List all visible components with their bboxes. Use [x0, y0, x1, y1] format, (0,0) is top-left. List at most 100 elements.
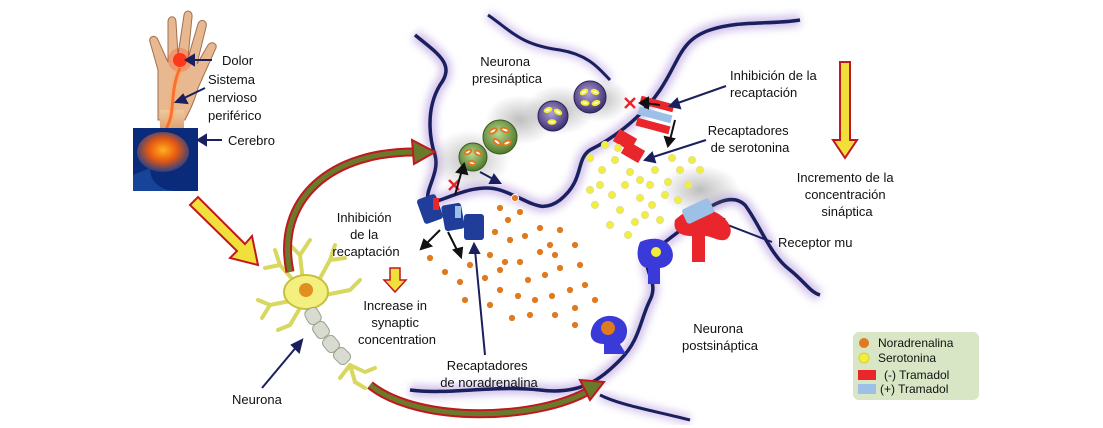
serotonin-molecule [615, 205, 625, 215]
noradrenaline-molecule [505, 235, 515, 245]
noradrenaline-molecule [500, 257, 510, 267]
label-increase: Increase in synaptic concentration [358, 298, 436, 347]
noradrenaline-molecule [535, 247, 545, 257]
serotonin-receptor [637, 238, 673, 284]
serotonin-molecule [667, 153, 677, 163]
label-sistema-nervioso: Sistema nervioso periférico [208, 72, 261, 123]
noradrenaline-molecule [503, 215, 513, 225]
noradrenaline-molecule [535, 223, 545, 233]
serotonin-molecule [663, 177, 673, 187]
curve-arrow-to-presynaptic [283, 138, 438, 273]
noradrenaline-molecule [550, 250, 560, 260]
legend-noradrenalina-dot [859, 338, 869, 348]
legend-pos-tramadol-swatch [858, 384, 876, 394]
serotonin-molecule [597, 165, 607, 175]
serotonin-molecule [687, 155, 697, 165]
small-down-arrow [382, 267, 408, 294]
noradrenaline-molecule [547, 291, 557, 301]
noradrenaline-molecule [520, 231, 530, 241]
noradrenaline-molecule [590, 295, 600, 305]
serotonin-molecule [585, 153, 595, 163]
nt-reuptake-arrows [419, 161, 469, 260]
legend: Noradrenalina Serotonina (-) Tramadol (+… [853, 332, 979, 400]
serotonin-molecule [613, 143, 623, 153]
label-neurona-postsinaptica: Neurona postsináptica [682, 321, 759, 353]
label-neurona-presinaptica: Neurona presináptica [472, 54, 543, 86]
vesicle-purple-2 [573, 80, 607, 114]
noradrenaline-molecule [555, 225, 565, 235]
noradrenaline-molecule [550, 310, 560, 320]
legend-serotonina-label: Serotonina [878, 351, 936, 365]
noradrenaline-molecule [495, 203, 505, 213]
noradrenaline-molecules [425, 193, 600, 330]
label-receptor-mu: Receptor mu [778, 235, 852, 250]
serotonin-molecule [590, 200, 600, 210]
noradrenaline-molecule [510, 193, 520, 203]
serotonin-molecule [620, 180, 630, 190]
serotonin-molecule [660, 190, 670, 200]
mu-receptor [674, 198, 731, 262]
noradrenaline-molecule [480, 273, 490, 283]
noradrenaline-molecule [425, 253, 435, 263]
noradrenaline-molecule [555, 263, 565, 273]
serotonin-molecule [605, 220, 615, 230]
legend-pos-tramadol-label: (+) Tramadol [880, 382, 948, 396]
noradrenaline-molecule [523, 275, 533, 285]
noradrenaline-molecule [570, 320, 580, 330]
noradrenaline-molecule [513, 291, 523, 301]
noradrenaline-molecule [530, 295, 540, 305]
noradrenaline-molecule [545, 240, 555, 250]
label-recaptadores-noradrenalina: Recaptadores de noradrenalina [440, 358, 538, 390]
noradrenaline-receptor [590, 315, 628, 354]
noradrenaline-molecule [570, 303, 580, 313]
label-recaptadores-serotonina: Recaptadores de serotonina [708, 123, 793, 155]
noradrenaline-molecule [495, 285, 505, 295]
noradrenaline-molecule [485, 300, 495, 310]
serotonin-molecule [640, 210, 650, 220]
serotonin-molecule [655, 215, 665, 225]
serotonin-molecule [595, 180, 605, 190]
legend-noradrenalina-label: Noradrenalina [878, 336, 954, 350]
serotonin-molecule [673, 195, 683, 205]
neuron-cell-icon [256, 238, 377, 390]
label-neurona: Neurona [232, 392, 283, 407]
noradrenaline-molecule [580, 280, 590, 290]
serotonin-molecule [600, 140, 610, 150]
x-mark-icon [624, 97, 636, 109]
vesicle-purple-1 [537, 100, 569, 132]
noradrenaline-molecule [455, 277, 465, 287]
label-inhibicion-left: Inhibición de la recaptación [332, 210, 399, 259]
serotonin-molecule [695, 165, 705, 175]
noradrenaline-molecule [515, 257, 525, 267]
label-incremento: Incremento de la concentración sináptica [797, 170, 897, 219]
increase-arrow [831, 61, 859, 160]
left-label-pointers [173, 53, 222, 147]
curve-arrow-to-postsynaptic [367, 378, 606, 419]
noradrenaline-molecule [570, 240, 580, 250]
legend-neg-tramadol-swatch [858, 370, 876, 380]
label-dolor: Dolor [222, 53, 254, 68]
noradrenaline-molecule [465, 260, 475, 270]
vesicle-release-arrow [479, 171, 502, 184]
arrow-to-neuron [188, 195, 260, 267]
noradrenaline-molecule [485, 250, 495, 260]
noradrenaline-molecule [490, 227, 500, 237]
noradrenaline-molecule [540, 270, 550, 280]
vesicle-green-1 [482, 119, 518, 155]
hand-icon [149, 10, 217, 130]
serotonin-molecule [630, 217, 640, 227]
label-cerebro: Cerebro [228, 133, 275, 148]
noradrenaline-molecule [515, 207, 525, 217]
serotonin-molecule [610, 155, 620, 165]
noradrenaline-molecule [495, 265, 505, 275]
serotonin-molecule [683, 180, 693, 190]
legend-serotonina-dot [858, 352, 870, 364]
serotonin-molecule [675, 165, 685, 175]
neurona-pointer [261, 338, 304, 389]
legend-neg-tramadol-label: (-) Tramadol [884, 368, 949, 382]
label-inhibicion-right: Inhibición de la recaptación [730, 68, 820, 100]
noradrenaline-molecule [525, 310, 535, 320]
serotonin-molecule [650, 165, 660, 175]
serotonin-molecule [635, 193, 645, 203]
noradrenaline-transporter [417, 194, 484, 240]
